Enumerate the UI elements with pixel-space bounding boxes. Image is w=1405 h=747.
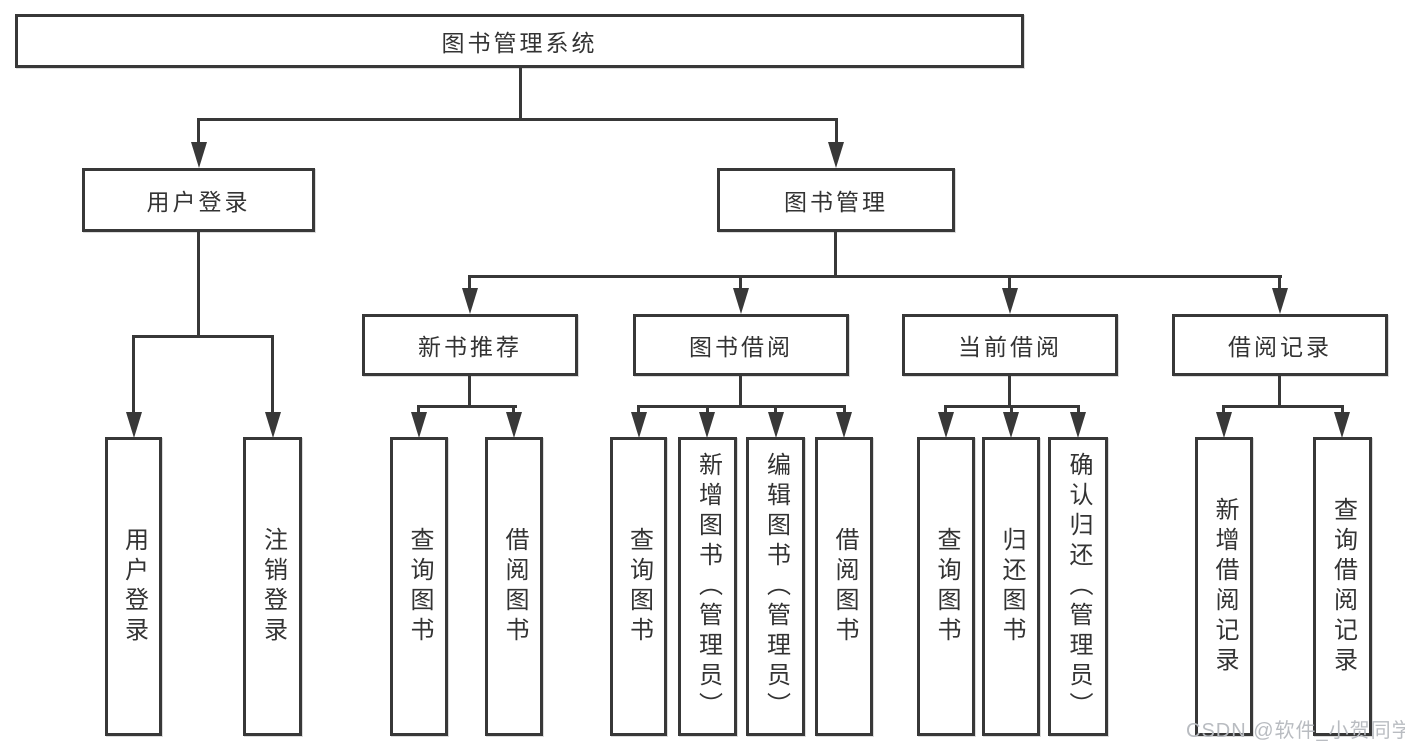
leaf-logout: 注销登录 xyxy=(243,437,302,736)
connector-line xyxy=(468,275,471,289)
leaf-add-borrow-record-label: 新增借阅记录 xyxy=(1211,496,1238,677)
leaf-edit-book-admin-label: 编辑图书（管理员） xyxy=(762,451,790,722)
connector-line xyxy=(637,405,846,408)
node-borrowing-records: 借阅记录 xyxy=(1172,314,1388,376)
connector-line xyxy=(417,405,420,415)
connector-line xyxy=(637,405,640,415)
node-current-borrowing-label: 当前借阅 xyxy=(958,334,1062,360)
leaf-query-books-current: 查询图书 xyxy=(917,437,975,736)
leaf-borrow-books-recommend: 借阅图书 xyxy=(485,437,543,736)
node-borrowing-records-label: 借阅记录 xyxy=(1228,334,1332,360)
connector-arrowhead xyxy=(191,142,207,168)
leaf-return-book: 归还图书 xyxy=(982,437,1040,736)
connector-line xyxy=(198,118,838,121)
connector-line xyxy=(834,230,837,278)
connector-line xyxy=(739,374,742,408)
connector-arrowhead xyxy=(768,412,784,438)
leaf-borrow-books-borrowing-label: 借阅图书 xyxy=(831,526,858,647)
node-user-login-label: 用户登录 xyxy=(146,189,251,215)
connector-line xyxy=(1008,275,1011,289)
leaf-confirm-return-admin: 确认归还（管理员） xyxy=(1048,437,1108,736)
connector-arrowhead xyxy=(836,412,852,438)
leaf-borrow-books-recommend-label: 借阅图书 xyxy=(501,526,528,647)
connector-line xyxy=(774,405,777,415)
connector-line xyxy=(835,118,838,148)
connector-line xyxy=(1341,405,1344,415)
connector-arrowhead xyxy=(462,288,478,314)
leaf-query-books-current-label: 查询图书 xyxy=(933,526,960,647)
connector-arrowhead xyxy=(1070,412,1086,438)
node-book-borrowing-label: 图书借阅 xyxy=(689,334,793,360)
connector-line xyxy=(1077,405,1080,415)
leaf-query-borrow-record: 查询借阅记录 xyxy=(1313,437,1372,736)
connector-arrowhead xyxy=(828,142,844,168)
node-new-book-recommend: 新书推荐 xyxy=(362,314,578,376)
connector-arrowhead xyxy=(1002,288,1018,314)
connector-line xyxy=(271,335,274,415)
connector-arrowhead xyxy=(411,412,427,438)
leaf-confirm-return-admin-label: 确认归还（管理员） xyxy=(1065,451,1092,722)
connector-line xyxy=(1008,374,1011,408)
connector-arrowhead xyxy=(265,412,281,438)
connector-line xyxy=(468,275,1282,278)
node-book-management: 图书管理 xyxy=(717,168,955,232)
leaf-query-books-borrowing-label: 查询图书 xyxy=(625,526,653,647)
connector-arrowhead xyxy=(699,412,715,438)
connector-line xyxy=(197,118,200,148)
connector-arrowhead xyxy=(733,288,749,314)
connector-arrowhead xyxy=(1272,288,1288,314)
leaf-return-book-label: 归还图书 xyxy=(998,526,1025,647)
connector-line xyxy=(1222,405,1225,415)
connector-line xyxy=(417,405,517,408)
leaf-query-books-recommend-label: 查询图书 xyxy=(406,526,433,647)
connector-line xyxy=(1010,405,1013,415)
connector-arrowhead xyxy=(938,412,954,438)
node-book-management-label: 图书管理 xyxy=(784,189,888,215)
connector-line xyxy=(468,374,471,408)
leaf-user-login: 用户登录 xyxy=(105,437,162,736)
leaf-query-borrow-record-label: 查询借阅记录 xyxy=(1329,496,1357,677)
connector-line xyxy=(944,405,947,415)
connector-line xyxy=(1278,374,1281,408)
leaf-user-login-label: 用户登录 xyxy=(120,526,148,647)
node-current-borrowing: 当前借阅 xyxy=(902,314,1118,376)
connector-arrowhead xyxy=(631,412,647,438)
connector-line xyxy=(512,405,515,415)
connector-line xyxy=(739,275,742,289)
leaf-query-books-recommend: 查询图书 xyxy=(390,437,448,736)
leaf-query-books-borrowing: 查询图书 xyxy=(610,437,667,736)
connector-arrowhead xyxy=(506,412,522,438)
connector-arrowhead xyxy=(1334,412,1350,438)
connector-line xyxy=(132,335,274,338)
connector-line xyxy=(132,335,135,415)
connector-line xyxy=(197,230,200,337)
node-user-login: 用户登录 xyxy=(82,168,315,232)
connector-line xyxy=(1278,275,1281,289)
connector-arrowhead xyxy=(1216,412,1232,438)
leaf-logout-label: 注销登录 xyxy=(259,526,287,647)
connector-line xyxy=(1222,405,1344,408)
connector-line xyxy=(519,66,522,121)
connector-arrowhead xyxy=(1003,412,1019,438)
leaf-add-borrow-record: 新增借阅记录 xyxy=(1195,437,1253,736)
watermark: CSDN @软件_小贺同学 xyxy=(1186,720,1405,742)
node-library-system-label: 图书管理系统 xyxy=(441,30,598,56)
node-library-system: 图书管理系统 xyxy=(15,14,1024,68)
connector-arrowhead xyxy=(126,412,142,438)
leaf-borrow-books-borrowing: 借阅图书 xyxy=(815,437,873,736)
connector-line xyxy=(706,405,709,415)
node-new-book-recommend-label: 新书推荐 xyxy=(418,334,522,360)
leaf-add-book-admin-label: 新增图书（管理员） xyxy=(694,451,722,722)
node-book-borrowing: 图书借阅 xyxy=(633,314,849,376)
leaf-add-book-admin: 新增图书（管理员） xyxy=(678,437,737,736)
leaf-edit-book-admin: 编辑图书（管理员） xyxy=(746,437,805,736)
connector-line xyxy=(843,405,846,415)
